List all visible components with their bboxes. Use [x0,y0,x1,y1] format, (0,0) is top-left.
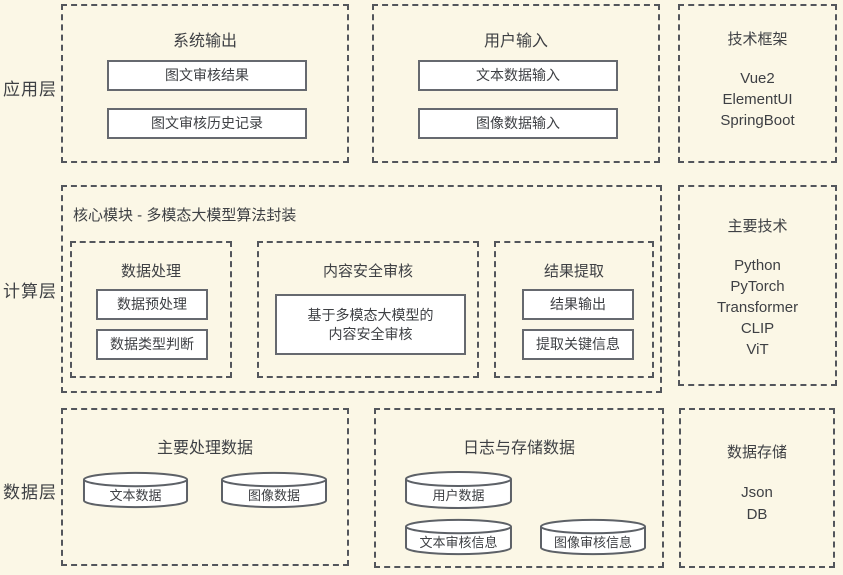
box-result-output-label: 结果输出 [550,296,606,312]
main-tech-list: Python PyTorch Transformer CLIP ViT [680,255,835,360]
data-storage-item: DB [746,506,768,523]
box-text-input-label: 文本数据输入 [476,67,560,83]
cylinder-image-review-info-label: 图像审核信息 [553,535,632,550]
box-key-info-extract: 提取关键信息 [522,329,634,360]
panel-core-module: 核心模块 - 多模态大模型算法封装 数据处理 数据预处理 数据类型判断 内容安全… [61,185,662,393]
box-multimodal-review: 基于多模态大模型的 内容安全审核 [275,294,466,355]
panel-main-tech-title: 主要技术 [727,218,788,235]
box-data-preprocess: 数据预处理 [96,289,208,320]
box-key-info-extract-label: 提取关键信息 [536,336,620,352]
main-tech-item: PyTorch [730,278,785,295]
panel-user-input-title: 用户输入 [483,33,548,50]
box-image-input: 图像数据输入 [418,108,618,139]
box-text-input: 文本数据输入 [418,60,618,91]
database-cylinder-icon [82,471,189,509]
cylinder-text-review-info-label: 文本审核信息 [419,535,498,550]
box-multimodal-review-line1: 基于多模态大模型的 [307,306,434,323]
tech-framework-list: Vue2 ElementUI SpringBoot [680,68,835,131]
cylinder-text-review-info: 文本审核信息 [404,518,513,556]
cylinder-text-data-label: 文本数据 [109,488,162,503]
database-cylinder-icon [539,518,647,556]
box-result-output: 结果输出 [522,289,634,320]
panel-main-tech: 主要技术 Python PyTorch Transformer CLIP ViT [678,185,837,386]
box-multimodal-review-line2: 内容安全审核 [328,325,413,342]
database-cylinder-icon [220,471,328,509]
panel-content-review-title: 内容安全审核 [322,263,413,280]
panel-system-output: 系统输出 图文审核结果 图文审核历史记录 [61,4,349,163]
database-cylinder-icon [404,518,513,556]
box-review-history-label: 图文审核历史记录 [151,115,263,131]
main-tech-item: Transformer [716,299,799,316]
tech-framework-item: ElementUI [722,91,793,108]
panel-main-data-title: 主要处理数据 [156,440,253,457]
data-storage-list: Json DB [681,482,833,526]
main-tech-item: CLIP [740,320,775,337]
panel-data-processing-title: 数据处理 [120,263,181,280]
box-image-input-label: 图像数据输入 [476,115,560,131]
panel-tech-framework-title: 技术框架 [727,31,788,48]
main-tech-item: ViT [746,341,769,358]
box-review-result: 图文审核结果 [107,60,307,91]
panel-system-output-title: 系统输出 [172,33,237,50]
cylinder-user-data: 用户数据 [404,470,513,510]
panel-tech-framework: 技术框架 Vue2 ElementUI SpringBoot [678,4,837,163]
panel-data-storage-title: 数据存储 [726,444,787,461]
cylinder-text-data: 文本数据 [82,471,189,509]
box-data-type-judge-label: 数据类型判断 [110,336,194,352]
cylinder-image-review-info: 图像审核信息 [539,518,647,556]
layer-label-data: 数据层 [3,483,57,502]
panel-data-storage: 数据存储 Json DB [679,408,835,568]
panel-result-extraction-title: 结果提取 [543,263,604,280]
panel-user-input: 用户输入 文本数据输入 图像数据输入 [372,4,660,163]
panel-main-data: 主要处理数据 文本数据 图像数据 [61,408,349,566]
panel-log-storage: 日志与存储数据 用户数据 文本审核信息 图像审核信息 [374,408,664,568]
box-review-history: 图文审核历史记录 [107,108,307,139]
layer-label-compute: 计算层 [3,282,57,301]
tech-framework-item: Vue2 [740,70,775,87]
box-data-preprocess-label: 数据预处理 [117,296,187,312]
cylinder-image-data: 图像数据 [220,471,328,509]
panel-result-extraction: 结果提取 结果输出 提取关键信息 [494,241,654,378]
data-storage-item: Json [741,484,773,501]
panel-core-module-title: 核心模块 - 多模态大模型算法封装 [73,207,297,224]
box-review-result-label: 图文审核结果 [165,67,249,83]
cylinder-image-data-label: 图像数据 [247,488,300,503]
panel-content-review: 内容安全审核 基于多模态大模型的 内容安全审核 [257,241,479,378]
panel-log-storage-title: 日志与存储数据 [462,440,575,457]
box-data-type-judge: 数据类型判断 [96,329,208,360]
cylinder-user-data-label: 用户数据 [432,488,485,503]
tech-framework-item: SpringBoot [720,112,795,129]
database-cylinder-icon [404,470,513,510]
main-tech-item: Python [734,257,781,274]
layer-label-application: 应用层 [3,80,57,99]
panel-data-processing: 数据处理 数据预处理 数据类型判断 [70,241,232,378]
